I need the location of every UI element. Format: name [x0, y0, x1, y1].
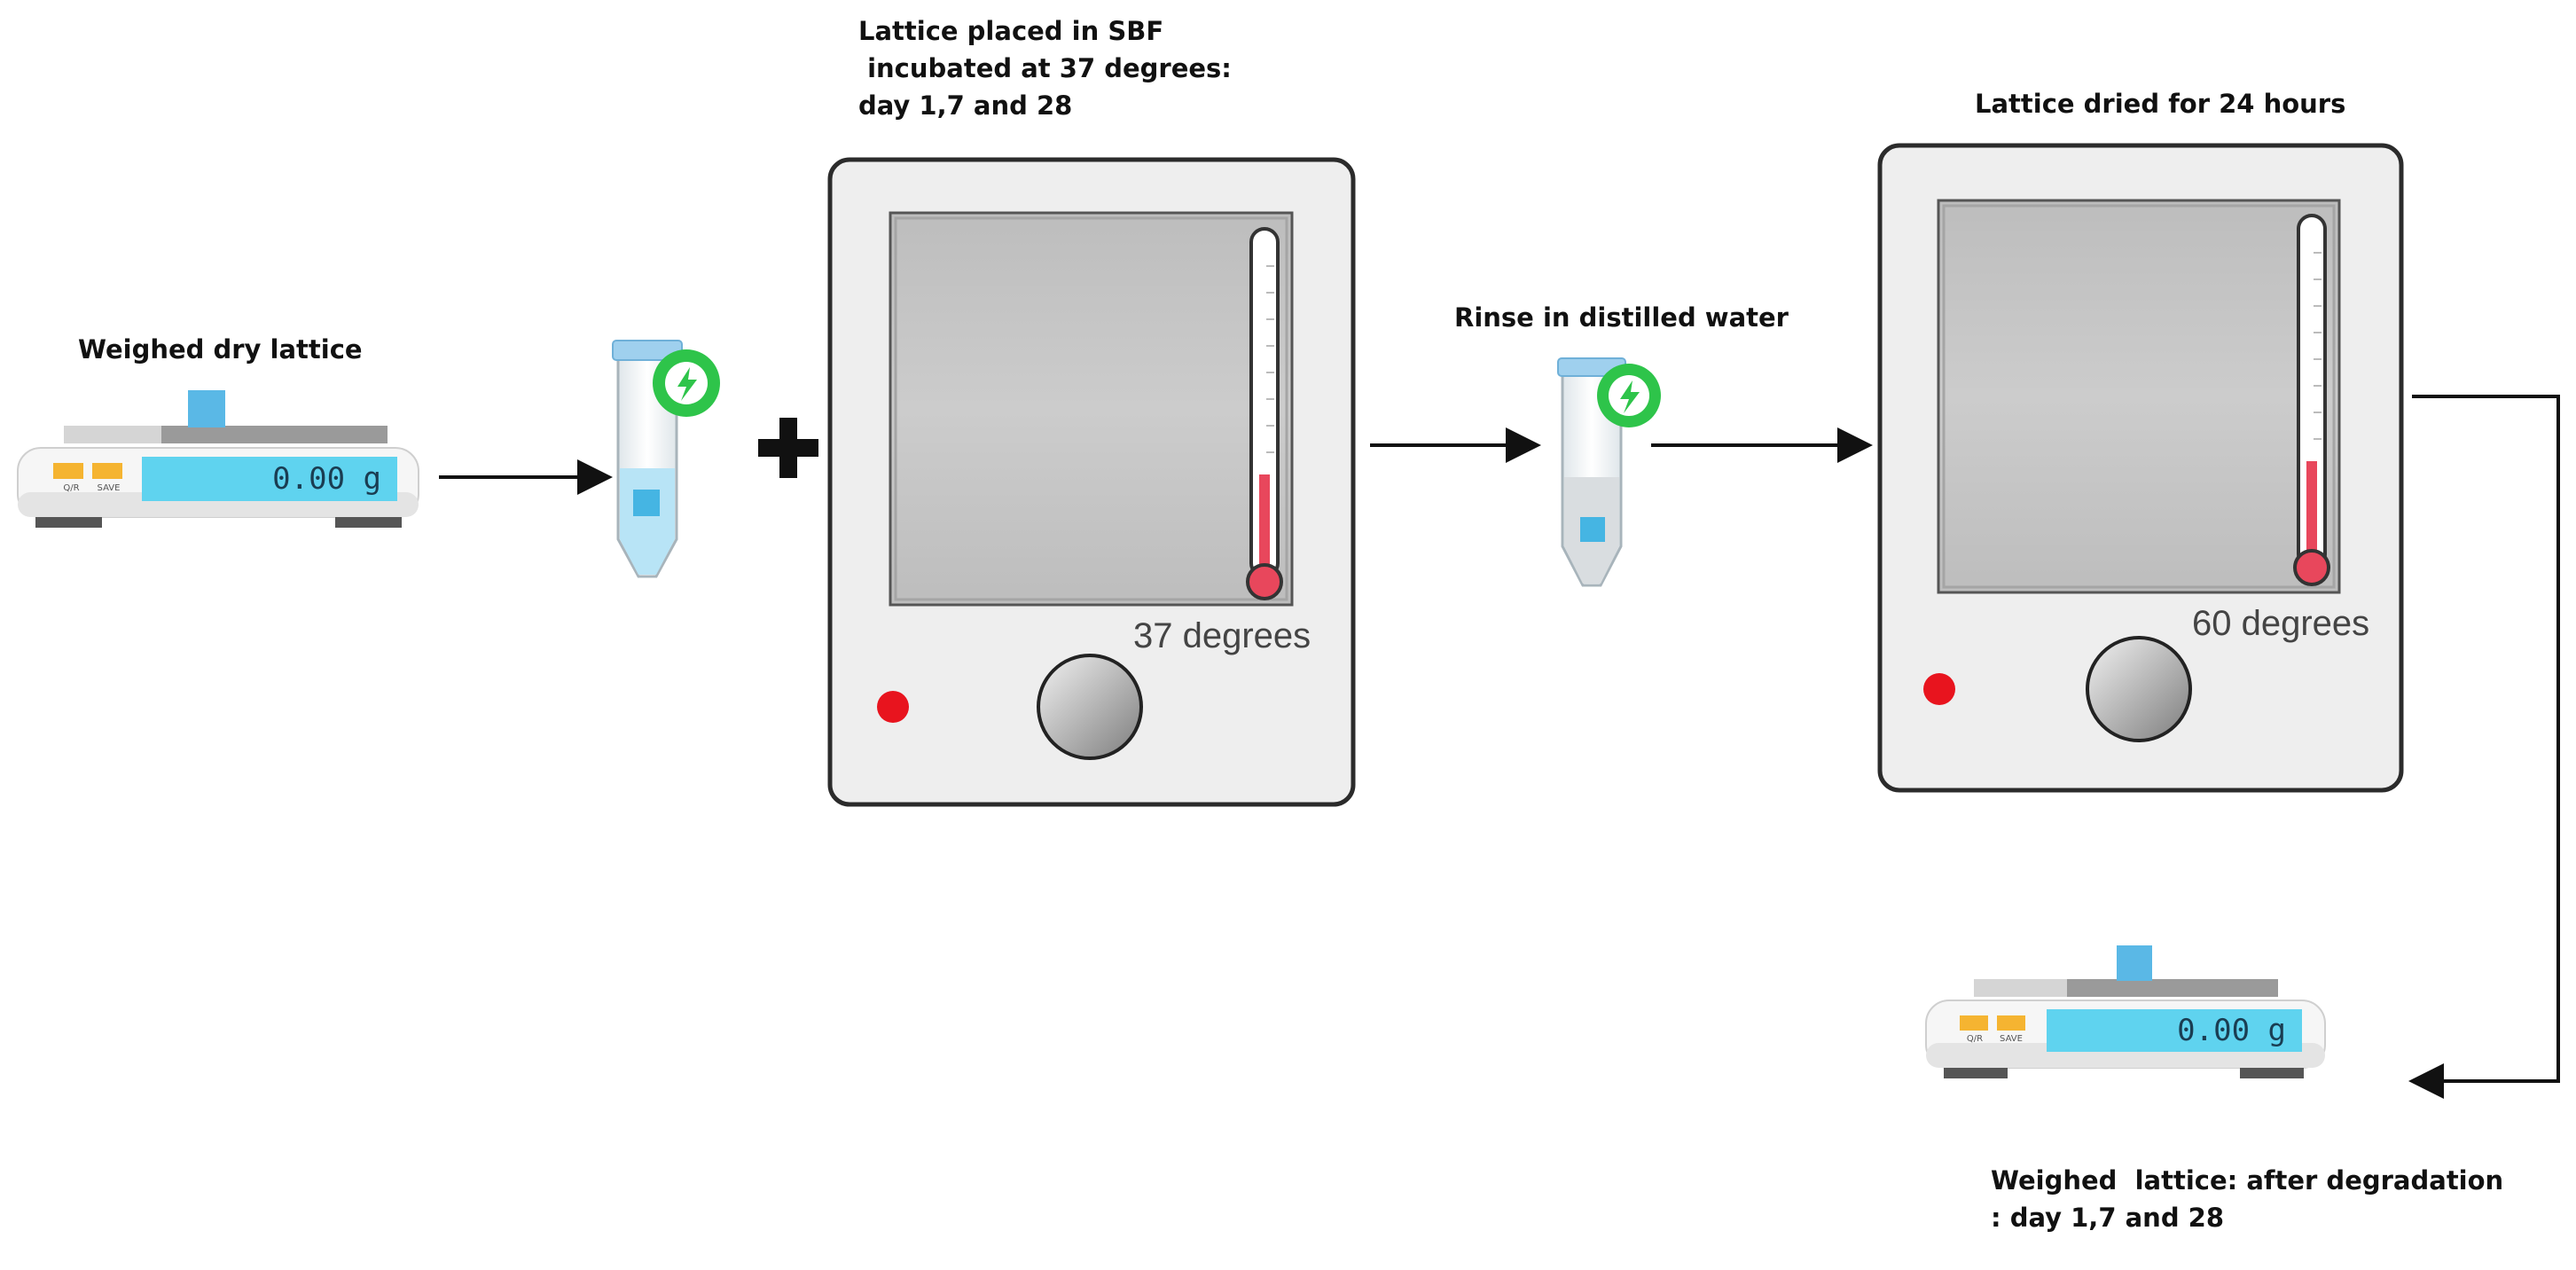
green-badge-icon — [653, 349, 720, 417]
scale-button-label: SAVE — [97, 483, 121, 493]
sample-cube-icon — [1580, 517, 1605, 542]
plus-icon — [758, 418, 818, 478]
sbf-tube — [612, 340, 720, 578]
arrow-4 — [2408, 395, 2560, 1099]
sample-cube-icon — [633, 490, 660, 516]
scale-button-label: Q/R — [1966, 1034, 1984, 1044]
thermometer-icon — [1246, 227, 1283, 600]
scale-button-label: SAVE — [2000, 1034, 2023, 1044]
scale-dry — [17, 390, 419, 528]
scale-button-label: Q/R — [63, 483, 80, 493]
sample-cube-icon — [188, 390, 225, 427]
power-led-icon — [877, 691, 909, 723]
label-dried: Lattice dried for 24 hours — [1975, 89, 2346, 119]
drying-oven-60 — [1877, 143, 2404, 793]
label-weighed-after: Weighed lattice: after degradation : day… — [1991, 1162, 2503, 1236]
incubator-37 — [827, 157, 1356, 807]
scale-display-value: 0.00 g — [272, 461, 381, 497]
scale-display-value: 0.00 g — [2177, 1013, 2286, 1048]
oven-temp-reading: 60 degrees — [2192, 604, 2370, 643]
thermometer-icon — [2293, 214, 2330, 586]
rinse-tube — [1557, 357, 1661, 587]
label-line: : day 1,7 and 28 — [1991, 1203, 2225, 1233]
scale-button-icon — [1960, 1015, 1988, 1031]
power-led-icon — [1923, 673, 1955, 705]
scale-button-icon — [1997, 1015, 2025, 1031]
scale-button-icon — [53, 463, 83, 479]
label-incubation: Lattice placed in SBF incubated at 37 de… — [858, 12, 1232, 124]
scale-after — [1925, 945, 2326, 1078]
label-line: incubated at 37 degrees: — [858, 53, 1232, 83]
scale-button-icon — [92, 463, 122, 479]
scale-display — [142, 457, 397, 501]
knob-icon — [2086, 636, 2192, 742]
knob-icon — [1037, 654, 1143, 760]
green-badge-icon — [1597, 364, 1661, 427]
incubator-temp-reading: 37 degrees — [1133, 616, 1311, 655]
label-line: Lattice placed in SBF — [858, 16, 1164, 46]
label-line: day 1,7 and 28 — [858, 90, 1073, 121]
scale-display — [2047, 1009, 2302, 1052]
sample-cube-icon — [2117, 945, 2152, 981]
label-line: Weighed lattice: after degradation — [1991, 1165, 2504, 1196]
label-rinse: Rinse in distilled water — [1454, 302, 1789, 333]
label-weighed-dry: Weighed dry lattice — [78, 334, 363, 365]
